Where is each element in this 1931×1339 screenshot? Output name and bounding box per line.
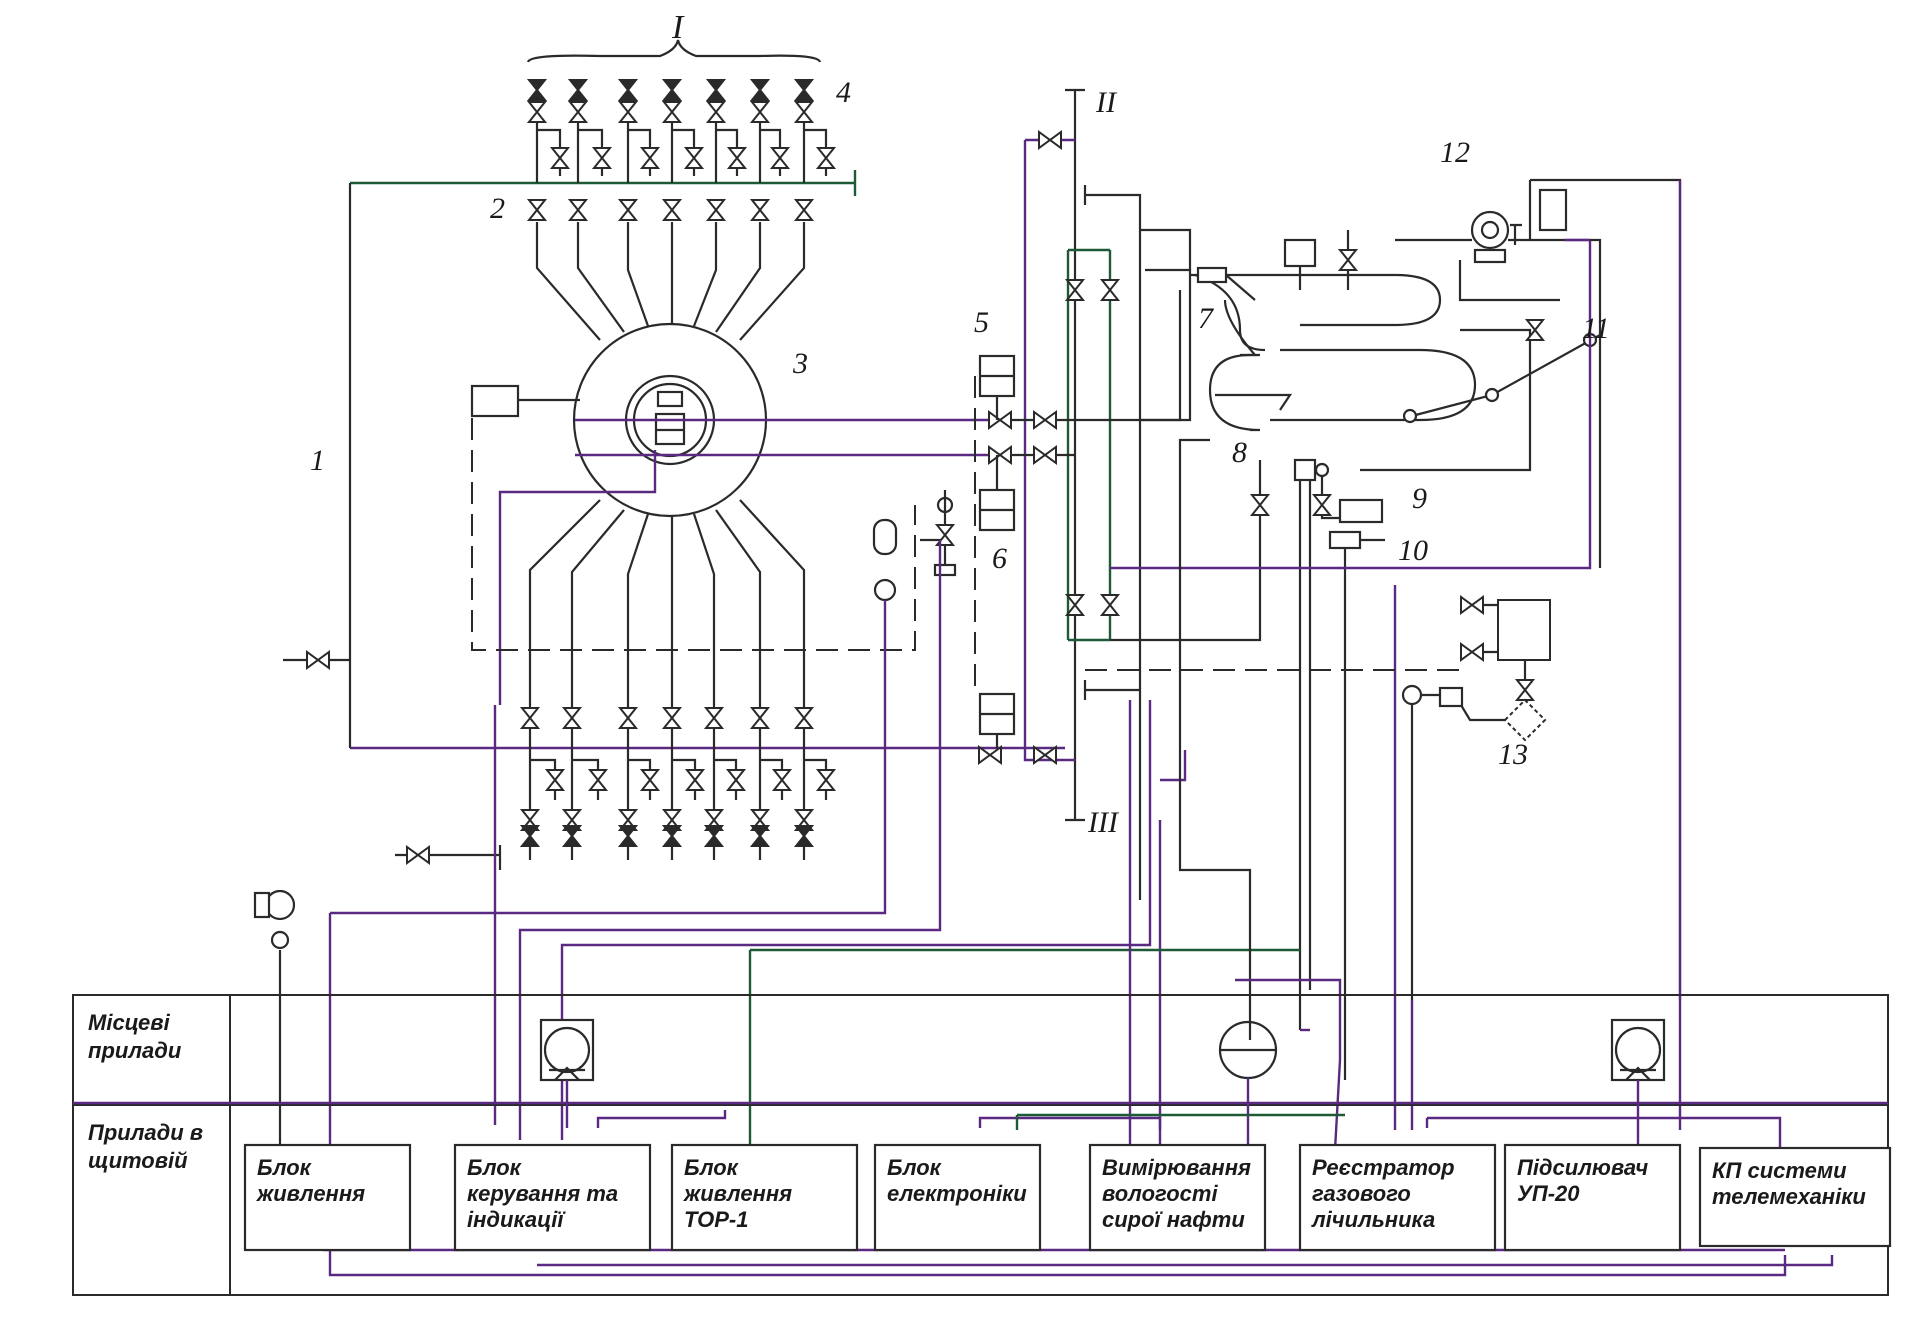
separator-vessel bbox=[1110, 228, 1601, 1130]
gas-meter-12 bbox=[1395, 178, 1682, 1000]
label-roman-iii: III bbox=[1087, 806, 1120, 839]
label-6: 6 bbox=[992, 542, 1007, 575]
label-roman-i: I bbox=[671, 9, 685, 46]
block-frame bbox=[873, 1143, 1042, 1252]
block-frame bbox=[1088, 1143, 1267, 1252]
bottom-manifold bbox=[283, 183, 1065, 870]
block-frame bbox=[670, 1143, 859, 1252]
label-7: 7 bbox=[1198, 302, 1215, 335]
block-frame bbox=[1503, 1143, 1682, 1252]
block-frame bbox=[243, 1143, 412, 1252]
signal-lines bbox=[253, 180, 1787, 1277]
label-1: 1 bbox=[310, 444, 325, 477]
label-10: 10 bbox=[1398, 534, 1428, 567]
label-12: 12 bbox=[1440, 136, 1470, 169]
pipelines-ii-iii bbox=[330, 88, 1182, 915]
block-frame bbox=[453, 1143, 652, 1252]
label-2: 2 bbox=[490, 192, 505, 225]
rotary-vessel bbox=[470, 222, 1000, 705]
block-frame bbox=[1298, 1143, 1497, 1252]
label-5: 5 bbox=[974, 306, 989, 339]
label-8: 8 bbox=[1232, 436, 1247, 469]
labels: I II III 1 2 3 4 5 6 7 8 9 10 11 12 13 М… bbox=[88, 9, 1610, 1173]
label-roman-ii: II bbox=[1095, 86, 1118, 119]
local-indicator-3 bbox=[1610, 1018, 1666, 1082]
label-9: 9 bbox=[1412, 482, 1427, 515]
local-indicator-2 bbox=[1218, 1020, 1278, 1080]
local-indicator-1 bbox=[539, 1018, 595, 1082]
label-4: 4 bbox=[836, 76, 851, 109]
block-frame bbox=[1698, 1146, 1892, 1248]
top-manifold bbox=[350, 39, 857, 221]
label-13: 13 bbox=[1498, 738, 1528, 771]
label-11: 11 bbox=[1582, 312, 1610, 345]
filter-tank-13 bbox=[1085, 596, 1551, 1000]
label-3: 3 bbox=[792, 347, 808, 380]
